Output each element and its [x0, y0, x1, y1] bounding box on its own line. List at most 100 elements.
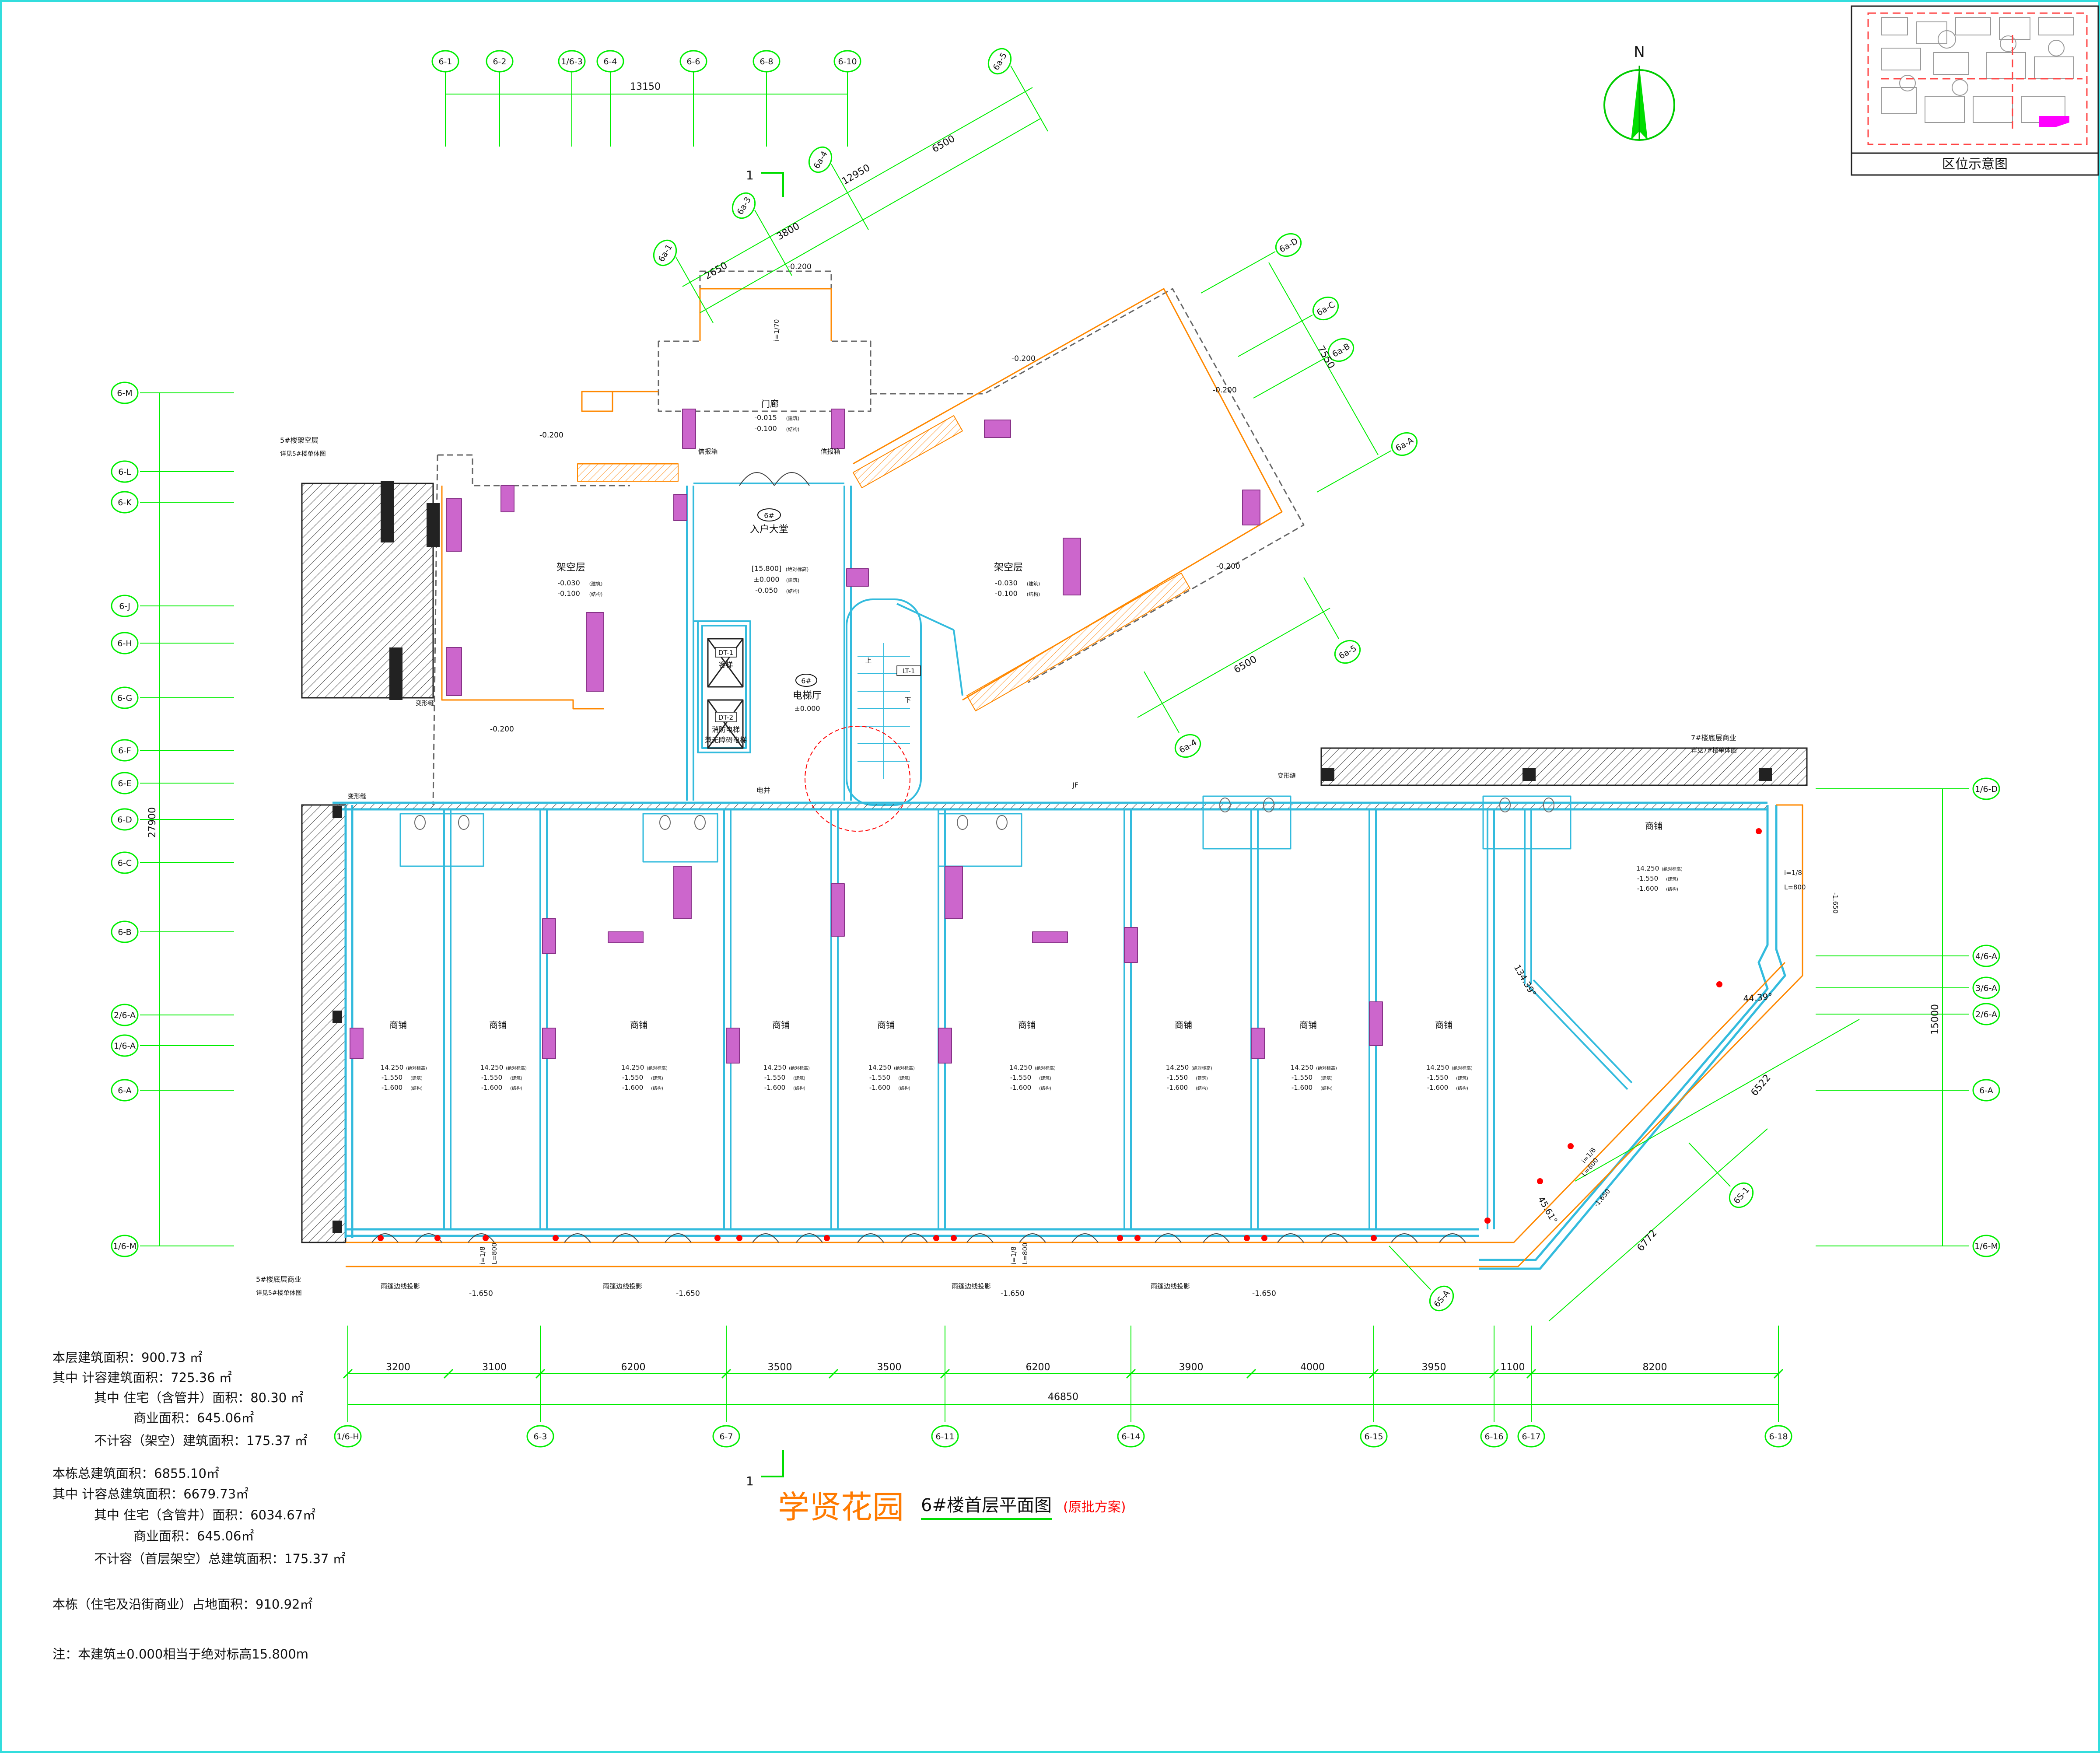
shop-name: 商铺 — [630, 1020, 648, 1030]
axis-label: 6-14 — [1121, 1432, 1140, 1442]
lobby-t0: (绝对标高) — [786, 566, 809, 572]
shop-e0: 14.250 — [868, 1064, 892, 1071]
elevator-hall-tag: 6# — [801, 677, 812, 685]
axis-label: 6-J — [119, 602, 130, 611]
axis-label: 6-4 — [603, 57, 617, 66]
lobby-t2: (结构) — [786, 588, 800, 594]
shop-e1: -1.550 — [1637, 875, 1658, 882]
axis-bubble: 6S-A — [1429, 1285, 1454, 1312]
shop-t0: (绝对标高) — [506, 1065, 527, 1071]
axis-label: 6-18 — [1769, 1432, 1788, 1442]
axis-bubble-circle — [712, 1425, 740, 1448]
lvl-6: -0.200 — [490, 725, 514, 734]
axis-bubble: 6-3 — [526, 1425, 554, 1448]
ramp-len-3: L=800 — [1021, 1242, 1029, 1264]
dim-text-diag: 3800 — [775, 221, 802, 243]
shop-e1: -1.550 — [869, 1074, 890, 1081]
stilt-right-t2: (结构) — [1027, 591, 1040, 597]
dt1-code: DT-1 — [718, 649, 733, 657]
shop-e1: -1.550 — [481, 1074, 502, 1081]
axis-label: 6-7 — [719, 1432, 733, 1442]
rail-3: 雨篷边线投影 — [952, 1282, 991, 1290]
shop-e0: 14.250 — [1426, 1064, 1449, 1071]
axis-label: 6-1 — [438, 57, 452, 66]
axis-bubble: 6-15 — [1360, 1425, 1388, 1448]
shop-e1: -1.550 — [1292, 1074, 1312, 1081]
shop-t1: (建筑) — [1666, 876, 1678, 882]
lobby-tag: 6# — [764, 511, 774, 520]
axis-label: 6-F — [118, 746, 131, 756]
lvl-8: -1.650 — [676, 1289, 700, 1298]
axis-line — [1010, 65, 1048, 132]
shop-e0: 14.250 — [621, 1064, 644, 1071]
lvl-1: -0.200 — [539, 431, 564, 440]
stair-up: 上 — [865, 657, 872, 665]
shop-t2: (结构) — [898, 1085, 910, 1091]
shop-name: 商铺 — [1435, 1020, 1452, 1030]
shop-e2: -1.600 — [481, 1084, 502, 1092]
neighbour-building-7 — [1320, 747, 1808, 786]
shop-t0: (绝对标高) — [894, 1065, 915, 1071]
axis-bubble: 6a-5 — [1334, 640, 1361, 664]
shop-e0: 14.250 — [1636, 864, 1659, 872]
lvl-9: -1.650 — [1001, 1289, 1025, 1298]
note-elevation: 注：本建筑±0.000相当于绝对标高15.800m — [52, 1647, 309, 1662]
plan-walls — [332, 270, 1803, 1270]
axis-label: 6-B — [118, 927, 131, 937]
axis-label: 1/6-3 — [561, 57, 583, 66]
axis-line — [1303, 577, 1339, 639]
shop-t0: (绝对标高) — [1191, 1065, 1212, 1071]
axis-bubble: 1/6-A — [111, 1034, 139, 1057]
shop-e0: 14.250 — [1291, 1064, 1314, 1071]
axis-bubble: 6-M — [111, 381, 139, 404]
shop-e2: -1.600 — [1010, 1084, 1031, 1092]
axis-bubble: 6S-1 — [1729, 1182, 1754, 1208]
axis-bubble-circle — [808, 146, 833, 173]
axis-bubble-circle — [833, 50, 861, 73]
dim-text-left: 27900 — [147, 807, 158, 838]
axis-bubble: 6-E — [111, 772, 139, 794]
axis-bubble: 6-2 — [486, 50, 514, 73]
north-label: N — [1634, 43, 1645, 61]
sub-top-right-2: 详见7#楼单体图 — [1691, 747, 1737, 754]
axis-bubble-circle — [1174, 734, 1201, 758]
shop-e0: 14.250 — [1166, 1064, 1189, 1071]
shop-partitions — [443, 809, 1633, 1229]
shop-e2: -1.600 — [622, 1084, 643, 1092]
axis-bubble: 1/6-M — [1972, 1235, 2000, 1257]
seam-2: 变形缝 — [348, 793, 366, 800]
ramp-len-2: L=800 — [490, 1242, 498, 1264]
axis-bubble: 6-A — [1972, 1079, 2000, 1102]
axis-bubble-circle — [111, 1004, 139, 1026]
shop-t2: (结构) — [793, 1085, 805, 1091]
dim-text-diag-mid: 6500 — [1232, 654, 1259, 676]
axis-line — [1253, 356, 1328, 399]
drawing-title: 6#楼首层平面图 — [921, 1491, 1052, 1520]
dim-tick — [828, 1368, 839, 1379]
axis-label: 6-C — [118, 858, 132, 868]
shop-e1: -1.550 — [622, 1074, 643, 1081]
axis-bubble: 6-14 — [1117, 1425, 1145, 1448]
axis-bubble-circle — [111, 920, 139, 943]
dim-tick — [443, 1368, 454, 1379]
porch-t2: (结构) — [786, 426, 800, 432]
shop-t2: (结构) — [1320, 1085, 1333, 1091]
stilt-left-name: 架空层 — [556, 562, 585, 573]
angle-2: 44.39° — [1743, 991, 1773, 1004]
note-total-commercial: 商业面积：645.06㎡ — [133, 1529, 254, 1543]
stilt-right-name: 架空层 — [994, 562, 1023, 573]
axis-label: 6-3 — [533, 1432, 547, 1442]
shop-t1: (建筑) — [410, 1075, 423, 1081]
axis-label: 6-A — [118, 1086, 132, 1095]
axis-bubble-circle — [111, 1235, 139, 1257]
axis-bubble-circle — [1391, 432, 1418, 456]
seam-3: 变形缝 — [1278, 773, 1296, 780]
dim-text-right: 15000 — [1930, 1004, 1941, 1035]
shop-e2: -1.600 — [764, 1084, 785, 1092]
axis-bubble: 6a-D — [1275, 233, 1302, 257]
note-floor-uncounted: 不计容（架空）建筑面积：175.37 ㎡ — [94, 1433, 308, 1448]
